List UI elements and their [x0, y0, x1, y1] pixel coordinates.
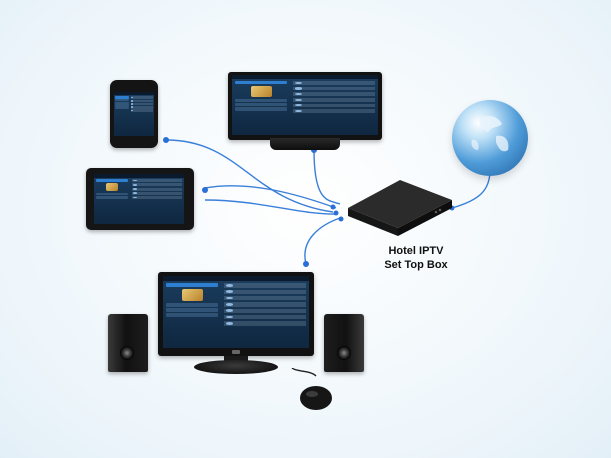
set-top-box-shape	[348, 180, 452, 236]
mouse-body	[300, 386, 332, 410]
link-tv-stb	[313, 149, 341, 205]
stb-label-line1: Hotel IPTV	[388, 245, 444, 257]
speaker-left	[108, 314, 148, 372]
tablet	[86, 168, 194, 230]
speaker-left-driver-icon	[120, 346, 134, 360]
tv-top-bezel	[228, 72, 382, 140]
link-tablet-stb-2	[204, 199, 337, 215]
globe-icon	[452, 100, 528, 176]
node-stb-b	[333, 210, 339, 216]
tv-top	[228, 72, 382, 152]
globe-continents	[471, 116, 509, 152]
mouse	[291, 368, 332, 410]
stb-label: Hotel IPTV Set Top Box	[376, 244, 456, 272]
monitor-bezel	[158, 272, 314, 356]
link-tablet-stb	[204, 185, 337, 209]
set-top-box	[340, 178, 456, 238]
tv-top-stand	[270, 138, 340, 150]
tablet-screen	[94, 174, 184, 224]
monitor-base	[194, 360, 278, 374]
node-stb-c	[338, 216, 344, 222]
speaker-right	[324, 314, 364, 372]
mouse-cable	[291, 368, 317, 377]
smartphone	[110, 80, 158, 148]
link-monitor-stb	[304, 217, 341, 265]
node-monitor	[303, 261, 309, 267]
node-phone	[163, 137, 169, 143]
smartphone-screen	[114, 92, 154, 136]
speaker-right-driver-icon	[337, 346, 351, 360]
monitor-logo-icon	[232, 350, 240, 354]
tv-top-screen	[232, 75, 378, 135]
monitor-neck	[224, 356, 248, 362]
stb-label-line2: Set Top Box	[384, 259, 448, 271]
node-stb-a	[330, 204, 336, 210]
link-phone-stb	[165, 139, 334, 213]
monitor-screen	[163, 276, 309, 348]
node-tablet	[202, 187, 208, 193]
monitor-bottom	[158, 272, 314, 376]
